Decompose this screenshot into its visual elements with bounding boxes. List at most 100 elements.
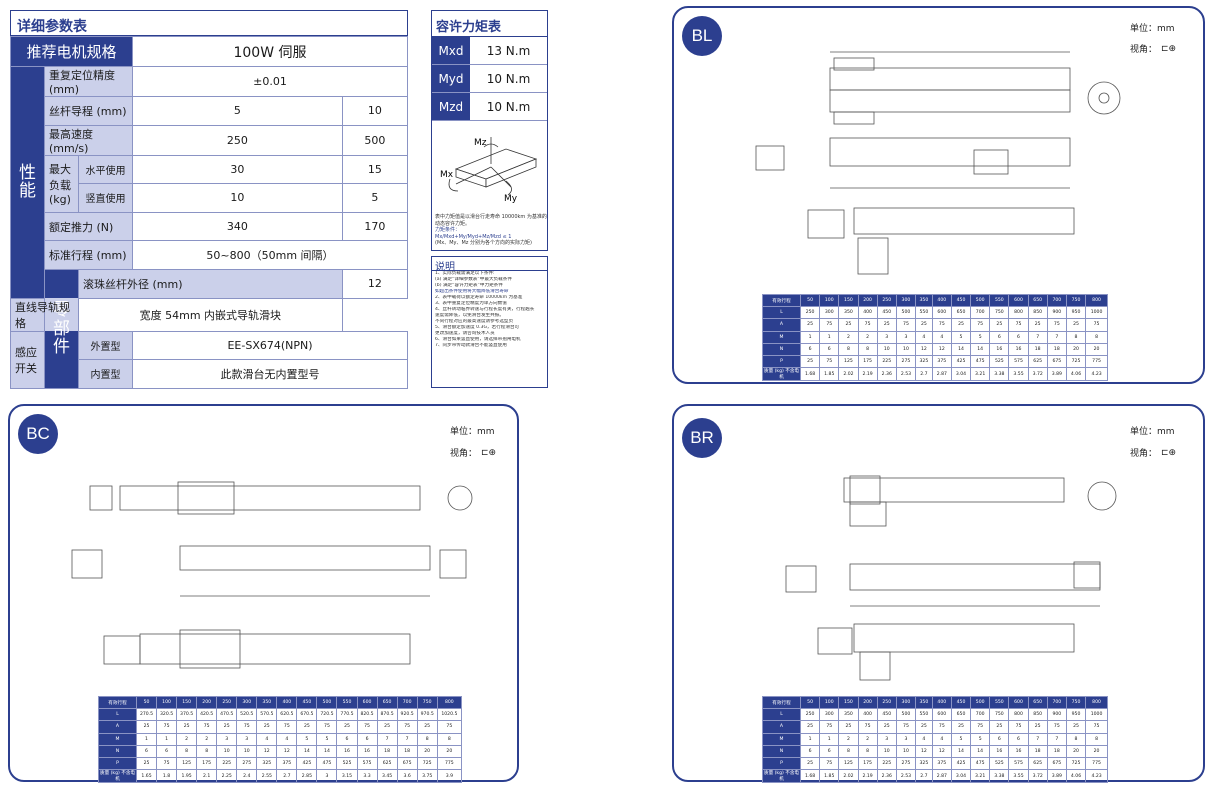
dim-cell: 75 — [1085, 318, 1108, 332]
dim-cell: 50 — [799, 293, 821, 308]
dim-cell: 970.5 — [416, 708, 438, 722]
dim-cell: 6 — [1008, 732, 1029, 746]
spec-table: 推荐电机规格 100W 伺服 性能 重复定位精度 (mm) ±0.01 丝杆导程… — [10, 36, 409, 389]
dim-cell: 5 — [316, 732, 338, 746]
dim-cell: 720.5 — [316, 708, 338, 722]
dim-cell: 1.68 — [799, 367, 821, 382]
projection-icon: ⊏⊕ — [1161, 43, 1177, 54]
dim-cell: 550 — [336, 695, 358, 710]
rail-spec-value: 宽度 54mm 内嵌式导轨滑块 — [78, 297, 343, 332]
dim-cell: 8 — [857, 744, 878, 758]
dim-cell: 18 — [396, 744, 418, 758]
explanation-line: 4、丝杆转动临界转速与行程长度有关，行程越长 — [435, 307, 535, 312]
dim-cell: 7 — [1027, 732, 1048, 746]
dim-row-label: A — [98, 720, 137, 734]
dim-cell: 625 — [376, 756, 398, 771]
dim-cell: 20 — [416, 744, 438, 758]
dim-cell: 570.5 — [256, 708, 278, 722]
dim-cell: 20 — [1065, 744, 1087, 758]
dim-cell: 2.53 — [895, 769, 917, 784]
dim-cell: 25 — [799, 720, 821, 734]
dim-cell: 1020.5 — [436, 708, 463, 722]
repeat-accuracy-label: 重复定位精度 (mm) — [44, 66, 133, 97]
dim-cell: 400 — [931, 695, 952, 710]
dim-cell: 16 — [356, 744, 378, 758]
dim-cell: 600 — [356, 695, 378, 710]
max-speed-value-1: 250 — [132, 124, 343, 156]
dim-cell: 25 — [799, 318, 821, 332]
dim-cell: 12 — [276, 744, 298, 758]
projection-icon: ⊏⊕ — [481, 447, 497, 458]
dim-cell: 575 — [1008, 354, 1029, 369]
dim-cell: 3.89 — [1046, 769, 1067, 784]
dim-cell: 7 — [396, 732, 418, 746]
dim-cell: 6 — [819, 744, 840, 758]
dim-cell: 675 — [396, 756, 418, 771]
dim-cell: 10 — [216, 744, 238, 758]
dim-cell: 2.7 — [915, 367, 933, 382]
dim-cell: 7 — [376, 732, 398, 746]
dim-cell: 1.8 — [156, 769, 178, 784]
dim-cell: 775 — [436, 756, 463, 771]
dim-cell: 6 — [156, 744, 178, 758]
dim-cell: 770.5 — [336, 708, 358, 722]
dim-cell: 675 — [1046, 354, 1067, 369]
sensor-label: 感应开关 — [10, 330, 45, 389]
dim-cell: 7 — [1027, 330, 1048, 344]
dim-cell: 3.89 — [1046, 367, 1067, 382]
dim-cell: 2 — [196, 732, 218, 746]
dim-cell: 4 — [931, 330, 952, 344]
dim-cell: 25 — [336, 720, 358, 734]
dim-cell: 800 — [1085, 695, 1108, 710]
dim-cell: 575 — [1008, 756, 1029, 771]
dim-cell: 14 — [296, 744, 318, 758]
dim-cell: 650 — [1027, 293, 1048, 308]
dim-cell: 2.7 — [276, 769, 298, 784]
dim-cell: 300 — [819, 708, 840, 722]
dim-cell: 14 — [970, 744, 991, 758]
dim-cell: 300 — [895, 695, 917, 710]
dim-cell: 8 — [1065, 732, 1087, 746]
dim-cell: 6 — [989, 732, 1010, 746]
dim-row-label: 有效行程 — [762, 695, 801, 710]
dim-cell: 12 — [915, 342, 933, 356]
dim-cell: 470.5 — [216, 708, 238, 722]
sensor-internal-label: 内置型 — [78, 359, 133, 389]
dim-cell: 75 — [970, 318, 991, 332]
view-angle: 视角：⊏⊕ — [1130, 446, 1176, 460]
dim-cell: 600 — [1008, 293, 1029, 308]
dim-cell: 4 — [915, 330, 933, 344]
moment-note-2: 力矩条件： — [435, 227, 461, 233]
moment-key: Myd — [432, 65, 470, 92]
dim-cell: 75 — [1046, 720, 1067, 734]
unit-label: 单位：mm — [1130, 427, 1175, 437]
dim-cell: 12 — [256, 744, 278, 758]
dim-cell: 1.85 — [819, 769, 840, 784]
dim-cell: 50 — [799, 695, 821, 710]
dim-cell: 250 — [876, 293, 897, 308]
dim-cell: 375 — [931, 354, 952, 369]
load-vertical-value-2: 5 — [341, 183, 409, 213]
dim-cell: 1000 — [1085, 708, 1108, 722]
dim-cell: 16 — [1008, 342, 1029, 356]
bc-drawing — [71, 481, 473, 669]
dim-cell: 25 — [256, 720, 278, 734]
dim-cell: 175 — [857, 354, 878, 369]
dim-cell: 325 — [915, 756, 933, 771]
dim-cell: 8 — [436, 732, 463, 746]
dim-cell: 2.25 — [216, 769, 238, 784]
dim-cell: 2.87 — [931, 367, 952, 382]
